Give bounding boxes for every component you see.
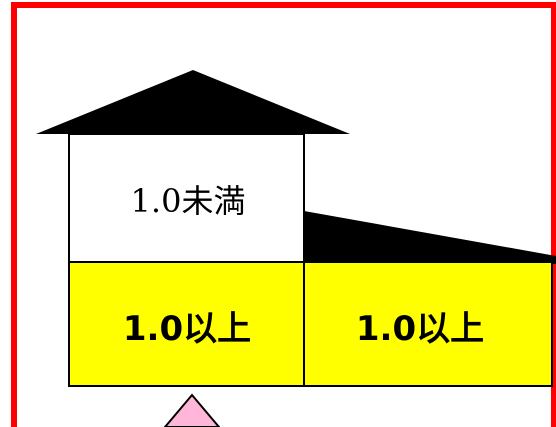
side-roof [304, 211, 556, 264]
frame-border [11, 2, 556, 427]
upper-floor-label: 1.0未満 [131, 182, 246, 220]
lower-left-label: 1.0以上 [123, 309, 251, 349]
pointer-arrow [163, 393, 221, 427]
lower-right-label: 1.0以上 [356, 309, 484, 349]
lower-floor-left-box [68, 261, 305, 387]
lower-floor-right-box [303, 261, 553, 387]
main-roof [36, 70, 350, 134]
